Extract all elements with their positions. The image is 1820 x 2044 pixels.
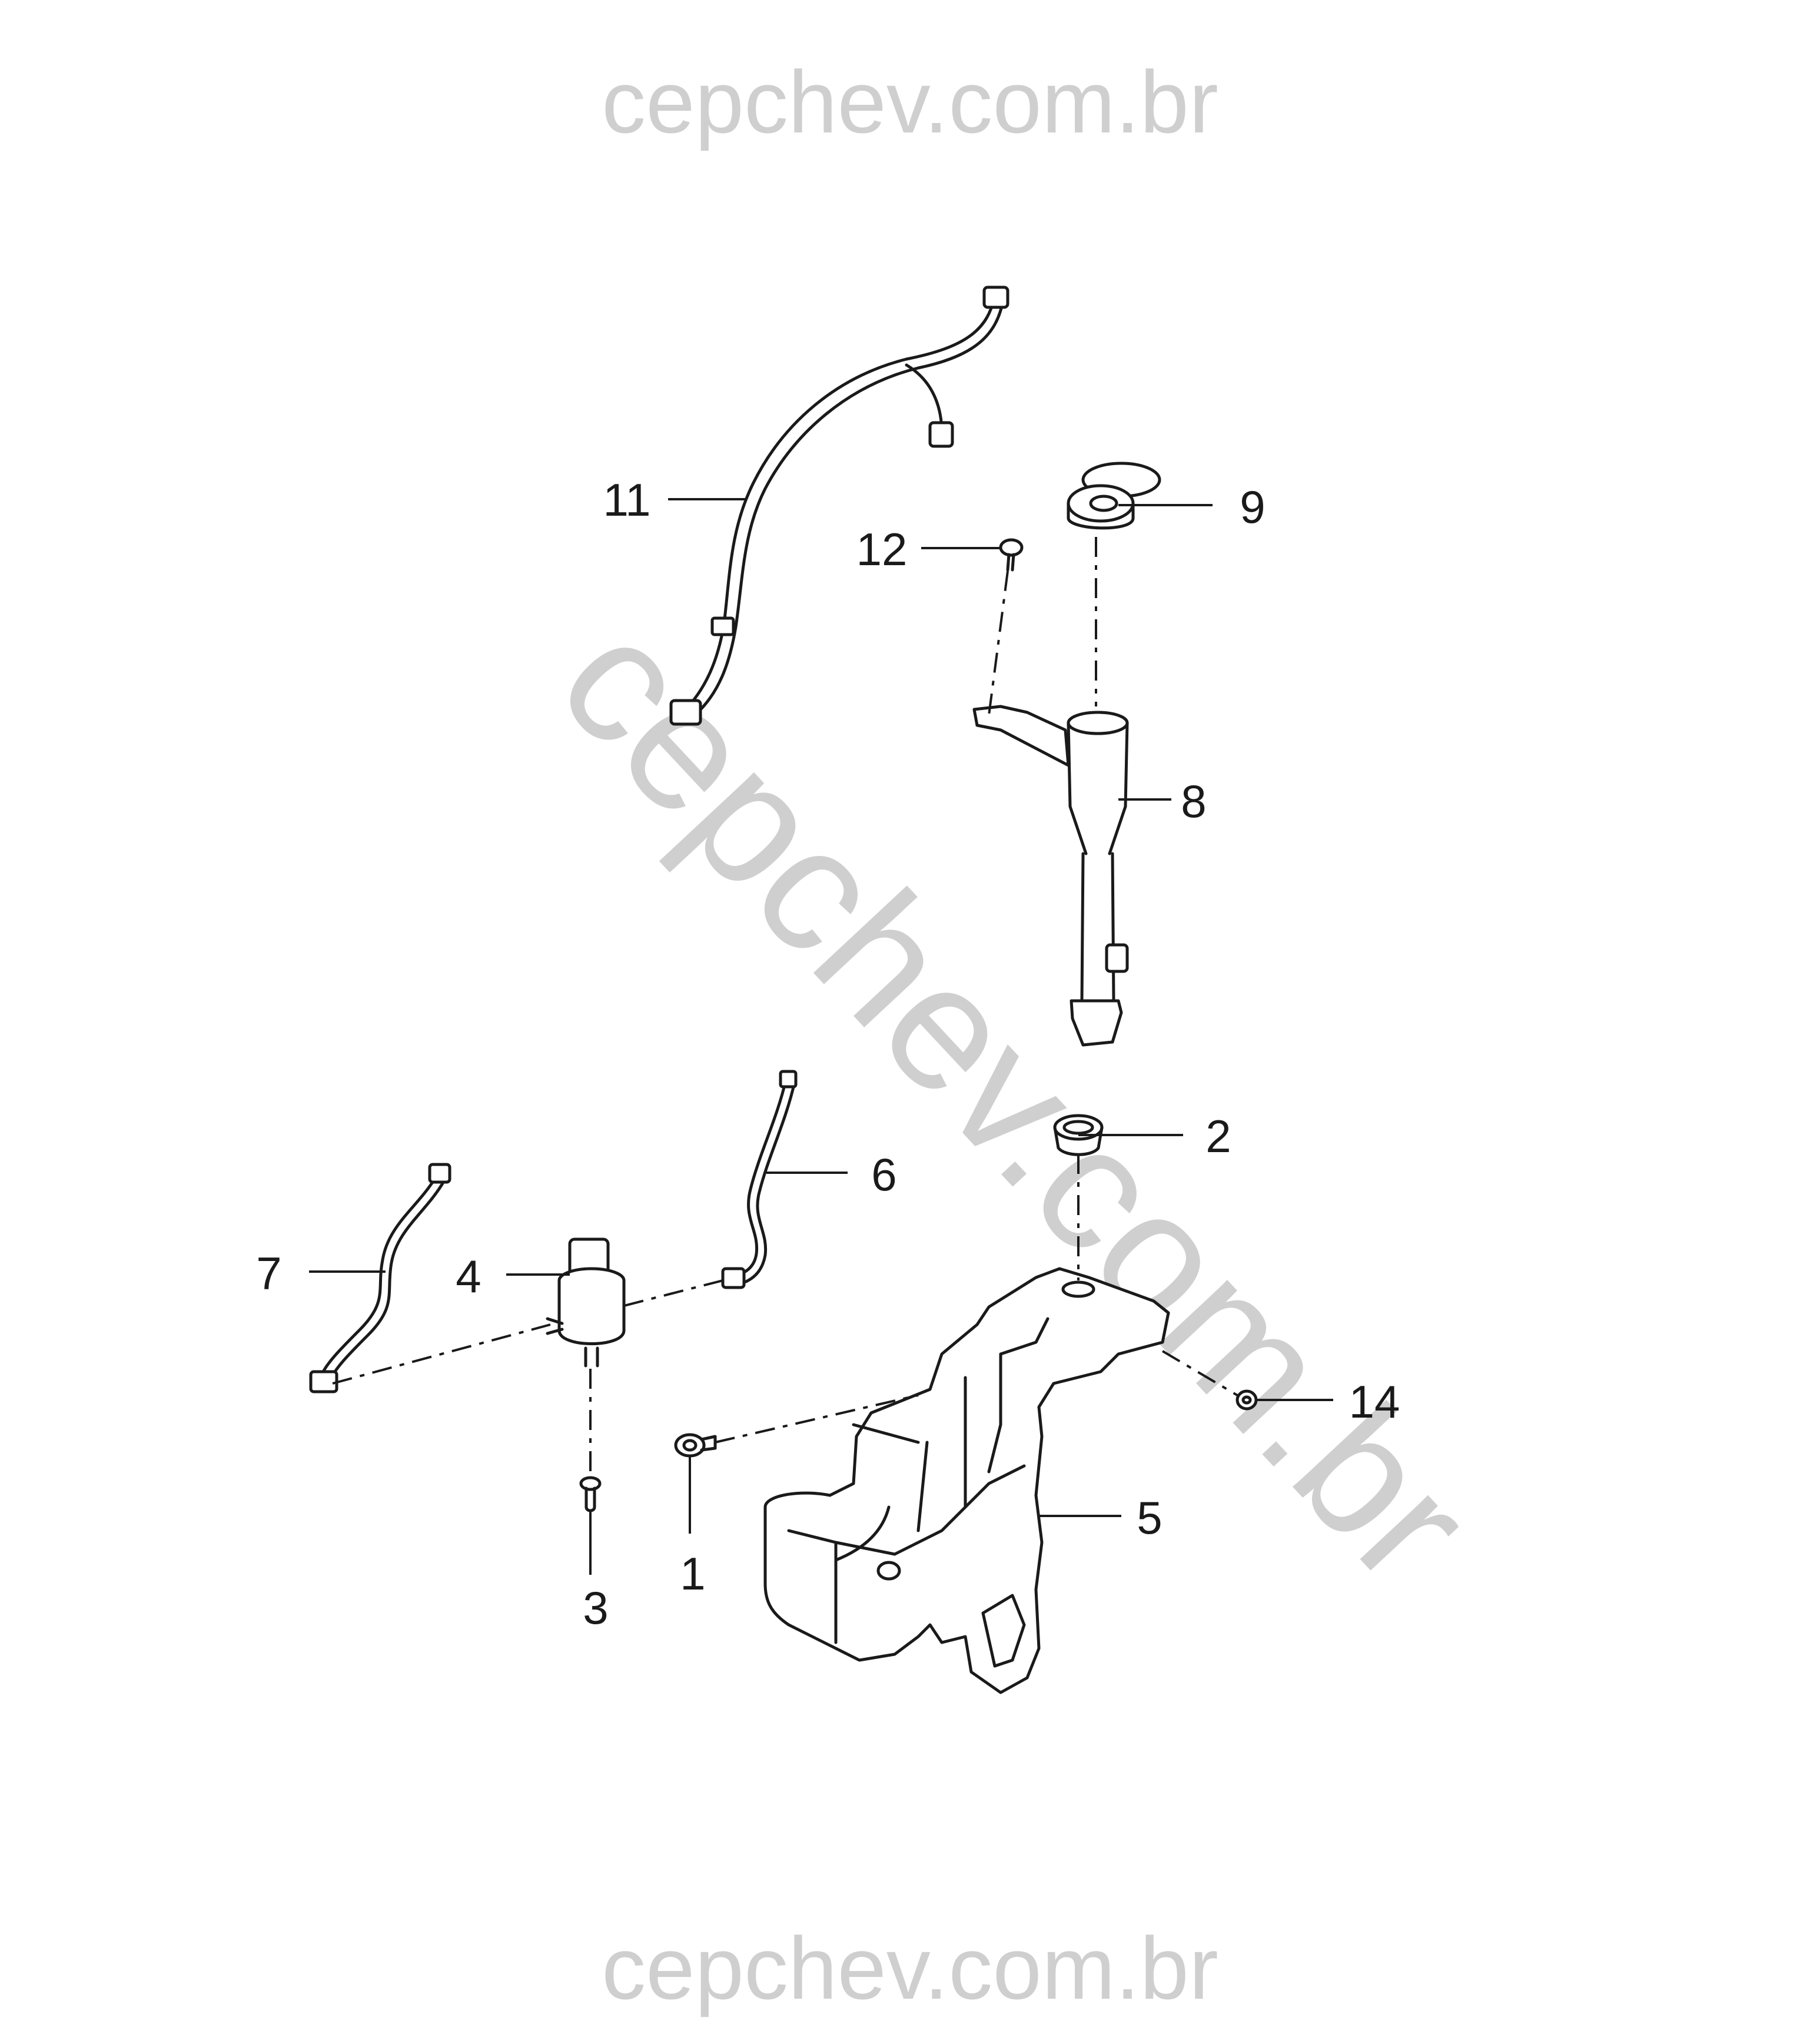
watermark-top: cepchev.com.br [602,52,1218,151]
callout-8: 8 [1181,775,1206,827]
part-7-hose [309,1163,451,1393]
callout-2: 2 [1205,1110,1231,1162]
callout-7: 7 [256,1247,281,1299]
callout-6: 6 [871,1149,896,1200]
part-12-screw [999,538,1024,572]
part-1-bolt [674,1433,717,1458]
part-2-grommet [1053,1114,1104,1156]
callout-11: 11 [603,474,651,526]
callout-1: 1 [680,1548,705,1600]
callout-12: 12 [856,523,908,575]
leader-lines [309,498,1333,1575]
callout-4: 4 [456,1250,481,1302]
part-3-screw [579,1476,602,1512]
callout-3: 3 [583,1582,608,1634]
part-5-reservoir [763,1267,1170,1694]
callout-14: 14 [1349,1376,1400,1428]
part-4-washer-pump [546,1237,626,1368]
watermark-bottom: cepchev.com.br [602,1919,1218,2018]
assembly-lines [332,537,1238,1478]
part-6-hose [721,1070,798,1289]
part-8-filler-neck [972,705,1129,1047]
callout-labels: 11 12 9 8 2 6 7 4 14 5 1 3 [256,474,1400,1634]
callout-5: 5 [1137,1492,1162,1544]
part-11-washer-hose [669,286,1009,726]
part-9-filler-cap [1067,462,1161,530]
part-14-nut [1236,1389,1258,1411]
callout-9: 9 [1240,481,1265,533]
